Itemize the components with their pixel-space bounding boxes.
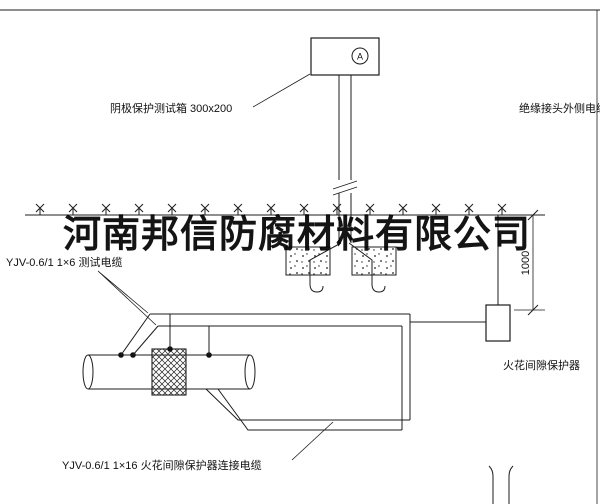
- company-watermark: 河南邦信防腐材料有限公司: [63, 214, 531, 256]
- connection-cable-run-2: [217, 388, 402, 431]
- buried-cable-left: [309, 242, 342, 293]
- concrete-block-left: [285, 246, 331, 276]
- test-cable-label: YJV-0.6/1 1×6 测试电缆: [6, 256, 122, 269]
- ammeter-circle: [351, 47, 369, 65]
- test-box: A: [310, 37, 380, 76]
- connection-cable-label: YJV-0.6/1 1×16 火花间隙保护器连接电缆: [62, 458, 262, 472]
- spark-gap-protector: [485, 215, 511, 342]
- connection-cable-leader: [291, 421, 334, 461]
- riser-conduit: [332, 75, 358, 243]
- text-labels: 阴极保护测试箱 300x200 绝缘接头外侧电缆 YJV-0.6/1 1×6 测…: [6, 101, 600, 472]
- dimension-ticks: [527, 209, 539, 316]
- pipe-break-symbol: [332, 180, 358, 196]
- buried-cable-right: [348, 242, 386, 293]
- insulation-joint-cable-label: 绝缘接头外侧电缆: [519, 101, 600, 115]
- test-cable-leader: [97, 270, 157, 326]
- pipe-end-right: [244, 354, 256, 390]
- ammeter-letter: A: [357, 52, 363, 62]
- pipe-riser-symbol: [488, 465, 514, 504]
- concrete-blocks: [285, 242, 397, 293]
- spark-gap-protector-label: 火花间隙保护器: [503, 358, 580, 372]
- dimension-1000: 1000: [514, 209, 545, 316]
- concrete-block-right: [351, 246, 397, 276]
- leader-lines: [97, 73, 334, 461]
- dimension-text: 1000: [520, 251, 532, 275]
- cable-routing: [120, 313, 486, 431]
- connection-cable-run-1: [205, 388, 410, 421]
- drawing-frame: [0, 9, 600, 504]
- test-box-leader: [252, 73, 311, 108]
- insulating-joint: [151, 348, 187, 396]
- pipe-end-left: [82, 354, 94, 390]
- test-box-label: 阴极保护测试箱 300x200: [110, 101, 232, 115]
- ground-line: [25, 203, 545, 216]
- pipeline: [82, 346, 256, 396]
